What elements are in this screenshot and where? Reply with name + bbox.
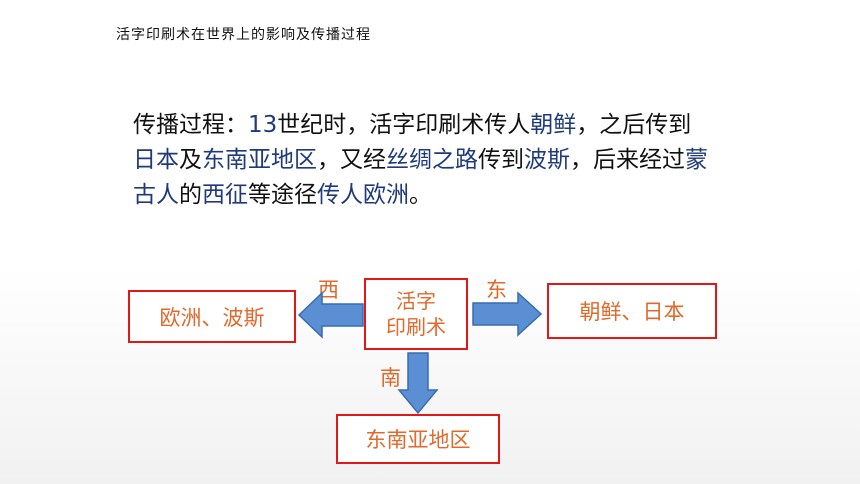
- west-direction-label: 西: [318, 278, 339, 302]
- propagation-paragraph: 传播过程：13世纪时，活字印刷术传人朝鲜，之后传到日本及东南亚地区，又经丝绸之路…: [133, 108, 713, 213]
- east-arrow-icon: [472, 291, 543, 337]
- paragraph-text: 传到: [478, 147, 524, 173]
- east-direction-label: 东: [486, 278, 507, 302]
- south-destination-label: 东南亚地区: [365, 428, 471, 452]
- highlighted-term: 波斯: [524, 147, 570, 173]
- highlighted-term: 传人欧洲: [317, 182, 409, 208]
- highlighted-term: 蒙古人: [133, 147, 708, 208]
- paragraph-text: 世纪时，活字印刷术传人: [277, 112, 531, 138]
- center-label-line1: 活字: [396, 289, 436, 313]
- paragraph-text: ，之后传到: [576, 112, 692, 138]
- europe-persia-box: 欧洲、波斯: [128, 290, 296, 343]
- paragraph-text: ，又经: [317, 147, 386, 173]
- south-direction-label: 南: [380, 366, 401, 390]
- highlighted-term: 东南亚地区: [202, 147, 317, 173]
- highlighted-term: 丝绸之路: [386, 147, 478, 173]
- highlighted-term: 日本: [133, 147, 179, 173]
- paragraph-text: ，后来经过: [570, 147, 685, 173]
- south-arrow-icon: [397, 352, 439, 415]
- highlighted-term: 13: [248, 112, 278, 138]
- movable-type-printing-box: 活字 印刷术: [364, 278, 468, 350]
- west-destination-label: 欧洲、波斯: [159, 305, 265, 330]
- highlighted-term: 朝鲜: [530, 112, 577, 138]
- paragraph-text: 的: [179, 182, 202, 208]
- paragraph-text: 等途径: [248, 182, 317, 208]
- paragraph-label: 传播过程：: [133, 112, 248, 138]
- highlighted-term: 西征: [202, 182, 248, 208]
- west-arrow-icon: [297, 291, 364, 339]
- paragraph-body: 13世纪时，活字印刷术传人朝鲜，之后传到日本及东南亚地区，又经丝绸之路传到波斯，…: [133, 112, 708, 208]
- east-destination-label: 朝鲜、日本: [579, 300, 685, 324]
- center-label-line2: 印刷术: [386, 315, 446, 339]
- southeast-asia-box: 东南亚地区: [336, 414, 500, 464]
- paragraph-text: 及: [179, 147, 202, 173]
- korea-japan-box: 朝鲜、日本: [547, 283, 717, 339]
- paragraph-text: 。: [409, 182, 432, 208]
- page-header-title: 活字印刷术在世界上的影响及传播过程: [116, 27, 371, 43]
